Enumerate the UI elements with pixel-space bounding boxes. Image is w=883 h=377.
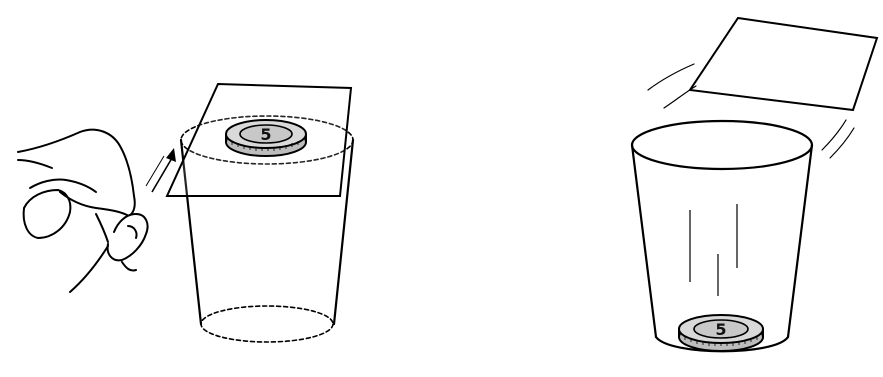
- panel-before-flick: 5: [18, 84, 353, 342]
- hand-icon: [18, 130, 148, 292]
- falling-motion-lines: [690, 204, 737, 296]
- coin-on-card: 5: [226, 120, 306, 156]
- coin-value-label: 5: [715, 320, 726, 339]
- cup-rim: [632, 121, 812, 169]
- cup-base: [201, 306, 333, 342]
- flying-index-card: [690, 18, 877, 110]
- panel-after-flick: 5: [632, 18, 877, 351]
- coin-value-label: 5: [260, 125, 271, 144]
- coin-in-cup: 5: [679, 315, 763, 351]
